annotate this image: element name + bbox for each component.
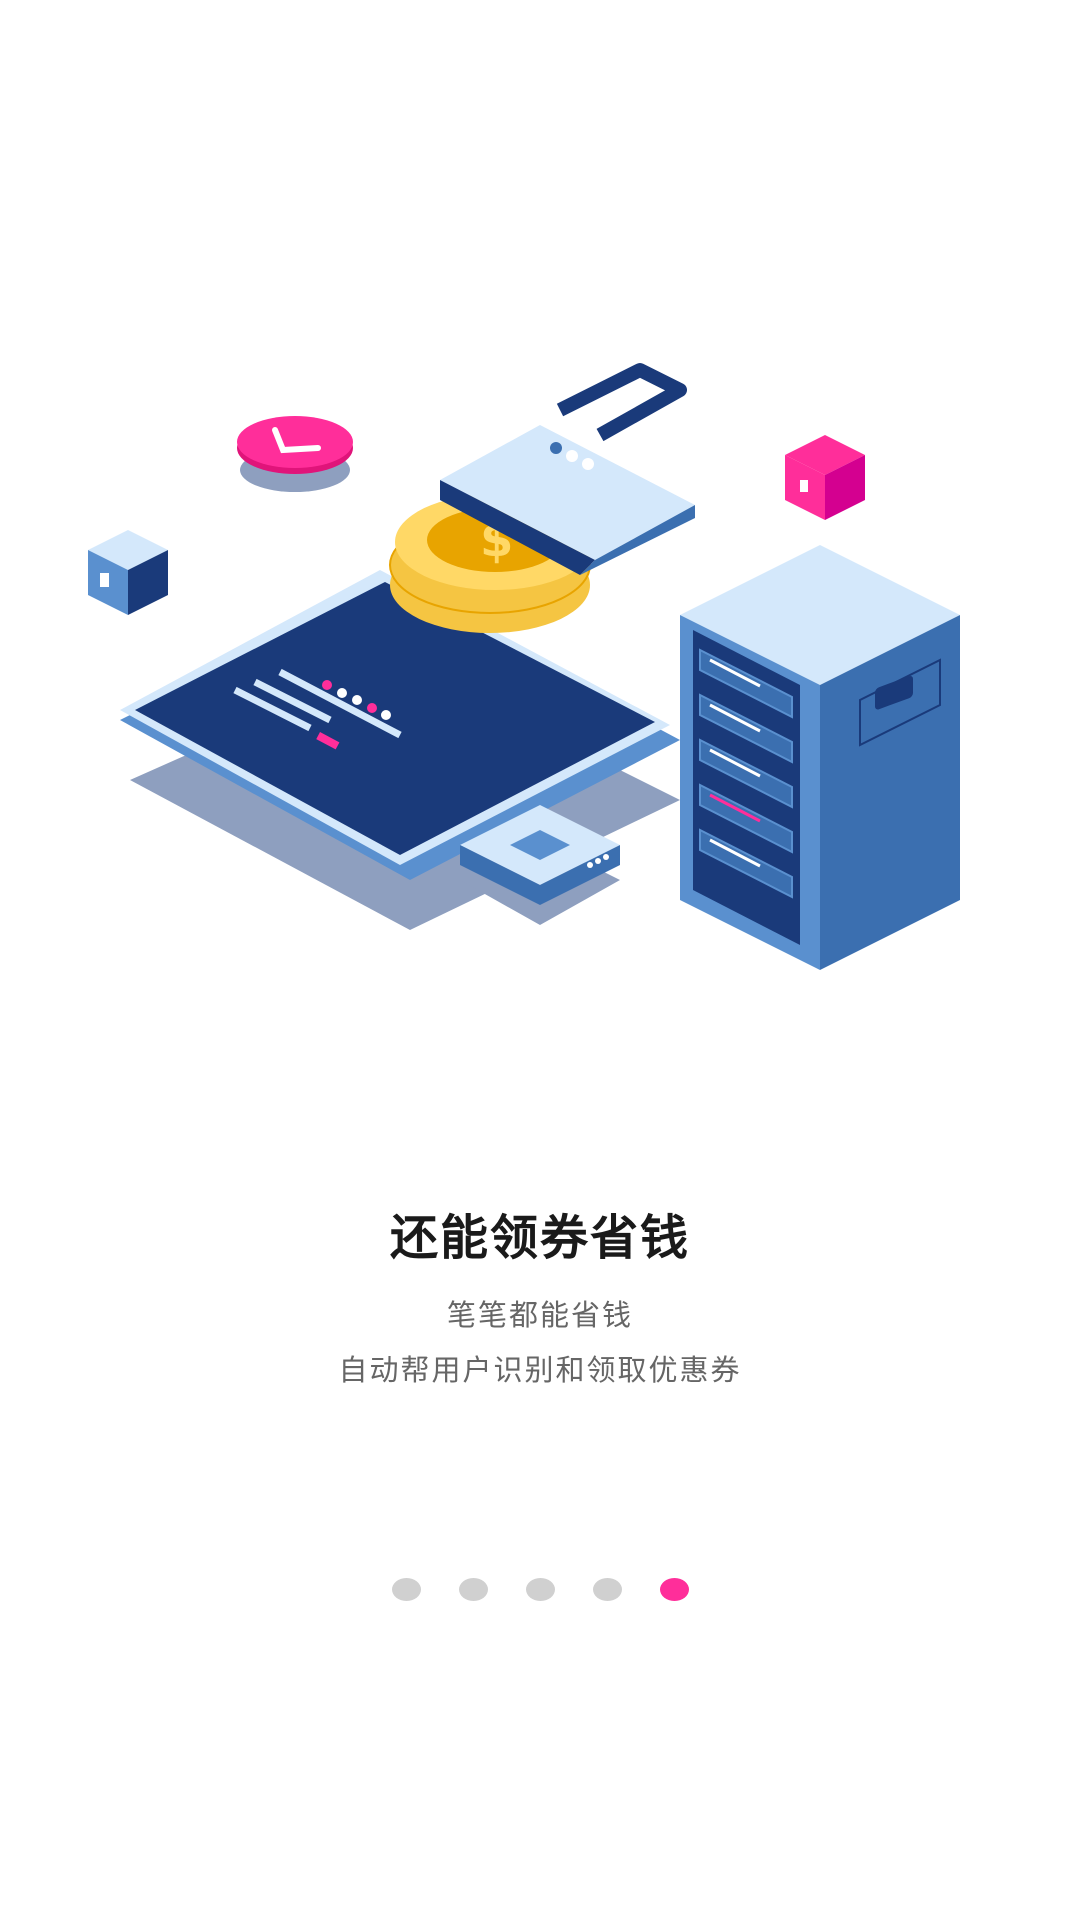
- page-dot-3[interactable]: [525, 1578, 555, 1601]
- page-title: 还能领券省钱: [389, 1210, 690, 1266]
- page-dot-2[interactable]: [458, 1578, 488, 1601]
- cube-icon-blue: [88, 530, 168, 615]
- padlock-icon: [440, 363, 695, 575]
- router-box-icon: [460, 805, 620, 925]
- page-dot-5-active[interactable]: [659, 1578, 689, 1601]
- subtitle-line-2: 自动帮用户识别和领取优惠券: [338, 1353, 742, 1387]
- onboarding-illustration: $: [80, 360, 980, 980]
- checkmark-badge-icon: [237, 416, 353, 492]
- cube-icon-pink: [785, 435, 865, 520]
- server-rack-icon: [680, 545, 960, 970]
- page-dot-4[interactable]: [592, 1578, 622, 1601]
- page-indicator: [0, 1578, 1080, 1601]
- page-dot-1[interactable]: [391, 1578, 421, 1601]
- screen-text-lines-icon: [233, 668, 402, 750]
- subtitle-line-1: 笔笔都能省钱: [446, 1298, 633, 1332]
